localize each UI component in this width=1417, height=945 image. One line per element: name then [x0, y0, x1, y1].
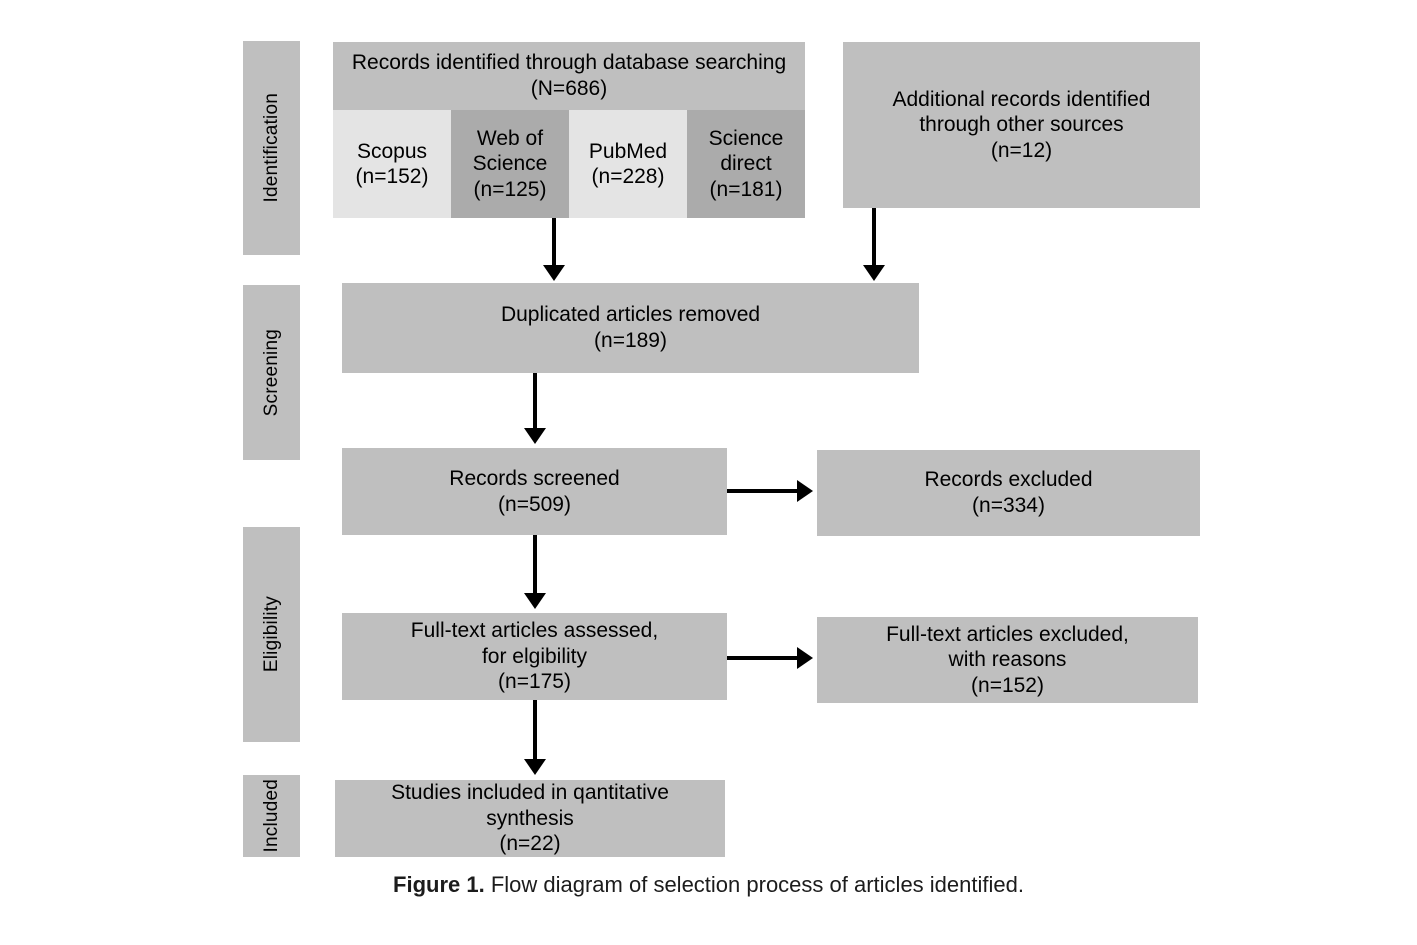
box-records-excluded: Records excluded(n=334): [817, 450, 1200, 536]
database-search-header: Records identified through database sear…: [333, 42, 805, 110]
connector-database-to-duplicates: [552, 218, 556, 269]
stage-label-included: Included: [243, 775, 300, 857]
figure-caption-label: Figure 1.: [393, 872, 485, 897]
connector-fulltext-to-excluded: [727, 656, 801, 660]
stage-label-identification: Identification: [243, 41, 300, 255]
database-cell-pubmed: PubMed(n=228): [569, 110, 687, 218]
arrowhead-fulltext-to-included: [524, 759, 546, 775]
connector-fulltext-to-included: [533, 700, 537, 763]
arrowhead-screened-to-excluded: [797, 480, 813, 502]
connector-additional-to-duplicates: [872, 208, 876, 269]
box-records-screened: Records screened(n=509): [342, 448, 727, 535]
connector-screened-to-fulltext: [533, 535, 537, 597]
stage-label-screening-text: Screening: [261, 328, 282, 417]
stage-label-screening: Screening: [243, 285, 300, 460]
connector-screened-to-excluded: [727, 489, 801, 493]
box-fulltext-excluded-text: Full-text articles excluded,with reasons…: [886, 622, 1129, 697]
stage-label-identification-text: Identification: [261, 93, 282, 203]
database-cell-pubmed-text: PubMed(n=228): [588, 139, 668, 188]
arrowhead-screened-to-fulltext: [524, 593, 546, 609]
database-search-group: Records identified through database sear…: [333, 42, 805, 218]
arrowhead-duplicates-to-screened: [524, 428, 546, 444]
arrowhead-database-to-duplicates: [543, 265, 565, 281]
box-fulltext-excluded: Full-text articles excluded,with reasons…: [817, 617, 1198, 703]
box-records-excluded-text: Records excluded(n=334): [924, 468, 1093, 517]
arrowhead-fulltext-to-excluded: [797, 647, 813, 669]
stage-label-eligibility-text: Eligibility: [261, 596, 282, 673]
stage-label-included-text: Included: [261, 779, 282, 853]
box-duplicates-removed-text: Duplicated articles removed(n=189): [500, 303, 761, 352]
arrowhead-additional-to-duplicates: [863, 265, 885, 281]
database-search-header-text: Records identified through database sear…: [351, 51, 787, 100]
box-duplicates-removed: Duplicated articles removed(n=189): [342, 283, 919, 373]
database-cell-scopus-text: Scopus(n=152): [355, 139, 429, 188]
database-cell-scopus: Scopus(n=152): [333, 110, 451, 218]
box-fulltext-assessed: Full-text articles assessed,for elgibili…: [342, 613, 727, 700]
figure-caption-text: Flow diagram of selection process of art…: [490, 872, 1024, 897]
stage-label-eligibility: Eligibility: [243, 527, 300, 742]
box-records-screened-text: Records screened(n=509): [449, 466, 620, 516]
figure-caption: Figure 1. Flow diagram of selection proc…: [0, 872, 1417, 898]
box-fulltext-assessed-text: Full-text articles assessed,for elgibili…: [410, 619, 659, 694]
connector-duplicates-to-screened: [533, 373, 537, 432]
